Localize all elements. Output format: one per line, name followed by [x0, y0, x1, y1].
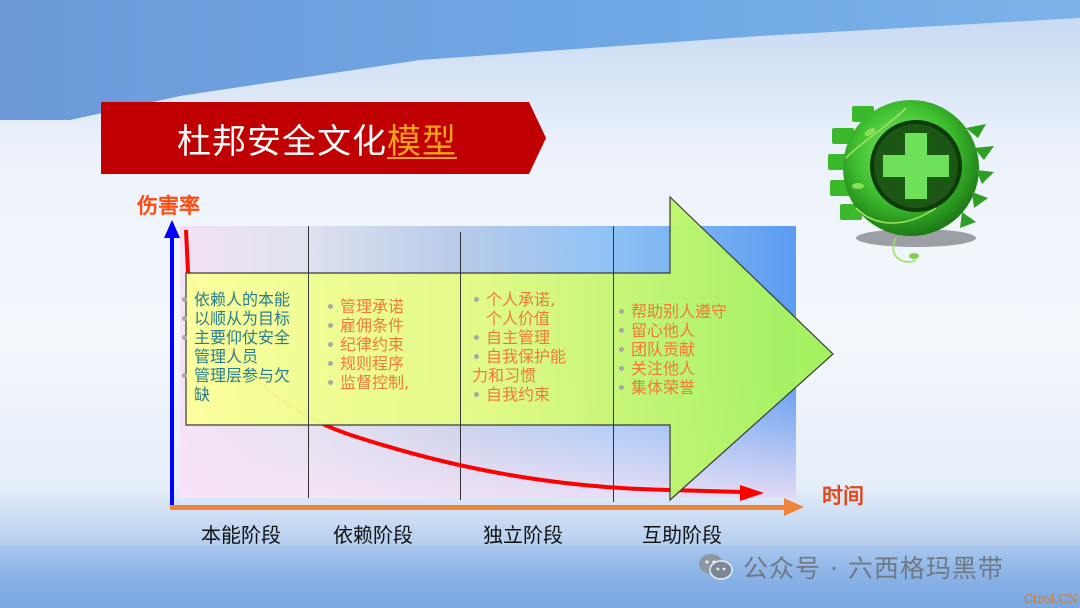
- watermark: 公众号 · 六西格玛黑带: [697, 549, 1004, 585]
- y-axis-arrowhead: [164, 220, 180, 238]
- x-axis-arrowhead: [784, 498, 804, 516]
- safety-cross-gear-logo-icon: [828, 100, 994, 263]
- wechat-icon: [699, 554, 733, 580]
- bullet-icon: [182, 297, 187, 302]
- bullet-icon: [182, 316, 187, 321]
- stage-label-instinct: 本能阶段: [201, 523, 281, 547]
- stage-4-content: 帮助别人遵守 留心他人 团队贡献 关注他人 集体荣誉: [617, 302, 777, 397]
- stage-2-item: 规则程序: [326, 354, 456, 373]
- bullet-icon: [619, 347, 624, 352]
- x-axis-label: 时间: [822, 484, 864, 508]
- stage-label-independent: 独立阶段: [483, 523, 563, 547]
- bullet-icon: [182, 373, 187, 378]
- stage-label-interdependent: 互助阶段: [642, 523, 722, 547]
- stage-1-item: 依赖人的本能: [180, 290, 310, 309]
- stage-4-item: 关注他人: [617, 359, 777, 378]
- stage-4-item: 集体荣誉: [617, 378, 777, 397]
- stage-2-item: 管理承诺: [326, 297, 456, 316]
- y-axis: [170, 230, 174, 510]
- stage-3-content: 个人承诺, 个人价值 自主管理 自我保护能 力和习惯 自我约束: [472, 290, 602, 404]
- stage-divider-1-over: [308, 273, 309, 425]
- stage-4-item: 团队贡献: [617, 340, 777, 359]
- bullet-icon: [328, 380, 333, 385]
- bullet-icon: [619, 309, 624, 314]
- bullet-icon: [328, 361, 333, 366]
- stage-2-item: 监督控制,: [326, 373, 456, 392]
- stage-2-item: 雇佣条件: [326, 316, 456, 335]
- stage-3-item-cont: 力和习惯: [472, 366, 537, 385]
- stage-3-item-cont: 个人价值: [486, 309, 551, 328]
- bullet-icon: [328, 342, 333, 347]
- bullet-icon: [474, 392, 479, 397]
- title-main: 杜邦安全文化: [177, 121, 387, 162]
- bullet-icon: [619, 385, 624, 390]
- stage-3-item: 自我保护能: [472, 347, 602, 366]
- title-banner: 杜邦安全文化模型: [101, 102, 546, 174]
- bullet-icon: [474, 335, 479, 340]
- stage-2-item: 纪律约束: [326, 335, 456, 354]
- bullet-icon: [474, 354, 479, 359]
- stage-3-item: 自我约束: [472, 385, 602, 404]
- stage-divider-3-over: [613, 273, 614, 425]
- y-axis-label: 伤害率: [137, 194, 200, 218]
- stage-3-item: 个人承诺,: [472, 290, 602, 309]
- stage-1-item-cont: 管理人员: [194, 347, 259, 366]
- stage-1-item: 以顺从为目标: [180, 309, 310, 328]
- curve-arrowhead: [740, 485, 764, 501]
- stage-1-item: 管理层参与欠: [180, 366, 310, 385]
- stage-divider-2-over: [460, 273, 461, 425]
- slide-title: 杜邦安全文化模型: [177, 114, 457, 163]
- stage-3-item: 自主管理: [472, 328, 602, 347]
- title-highlight-link[interactable]: 模型: [387, 121, 457, 162]
- bullet-icon: [182, 335, 187, 340]
- background-bottom-band: [0, 545, 1080, 608]
- corner-mark: Ctrol.CN: [1023, 592, 1078, 606]
- stage-4-item: 留心他人: [617, 321, 777, 340]
- stage-2-content: 管理承诺 雇佣条件 纪律约束 规则程序 监督控制,: [326, 297, 456, 392]
- progress-arrow: [185, 195, 834, 502]
- stage-1-item: 主要仰仗安全: [180, 328, 310, 347]
- stage-1-content: 依赖人的本能 以顺从为目标 主要仰仗安全 管理人员 管理层参与欠 缺: [180, 290, 310, 404]
- bullet-icon: [619, 328, 624, 333]
- bullet-icon: [328, 304, 333, 309]
- stage-1-item-cont: 缺: [194, 385, 211, 404]
- bullet-icon: [328, 323, 333, 328]
- bullet-icon: [474, 297, 479, 302]
- stage-label-dependent: 依赖阶段: [333, 523, 413, 547]
- watermark-text: 公众号 · 六西格玛黑带: [743, 554, 1004, 583]
- stage-4-item: 帮助别人遵守: [617, 302, 777, 321]
- bullet-icon: [619, 366, 624, 371]
- x-axis: [170, 505, 790, 510]
